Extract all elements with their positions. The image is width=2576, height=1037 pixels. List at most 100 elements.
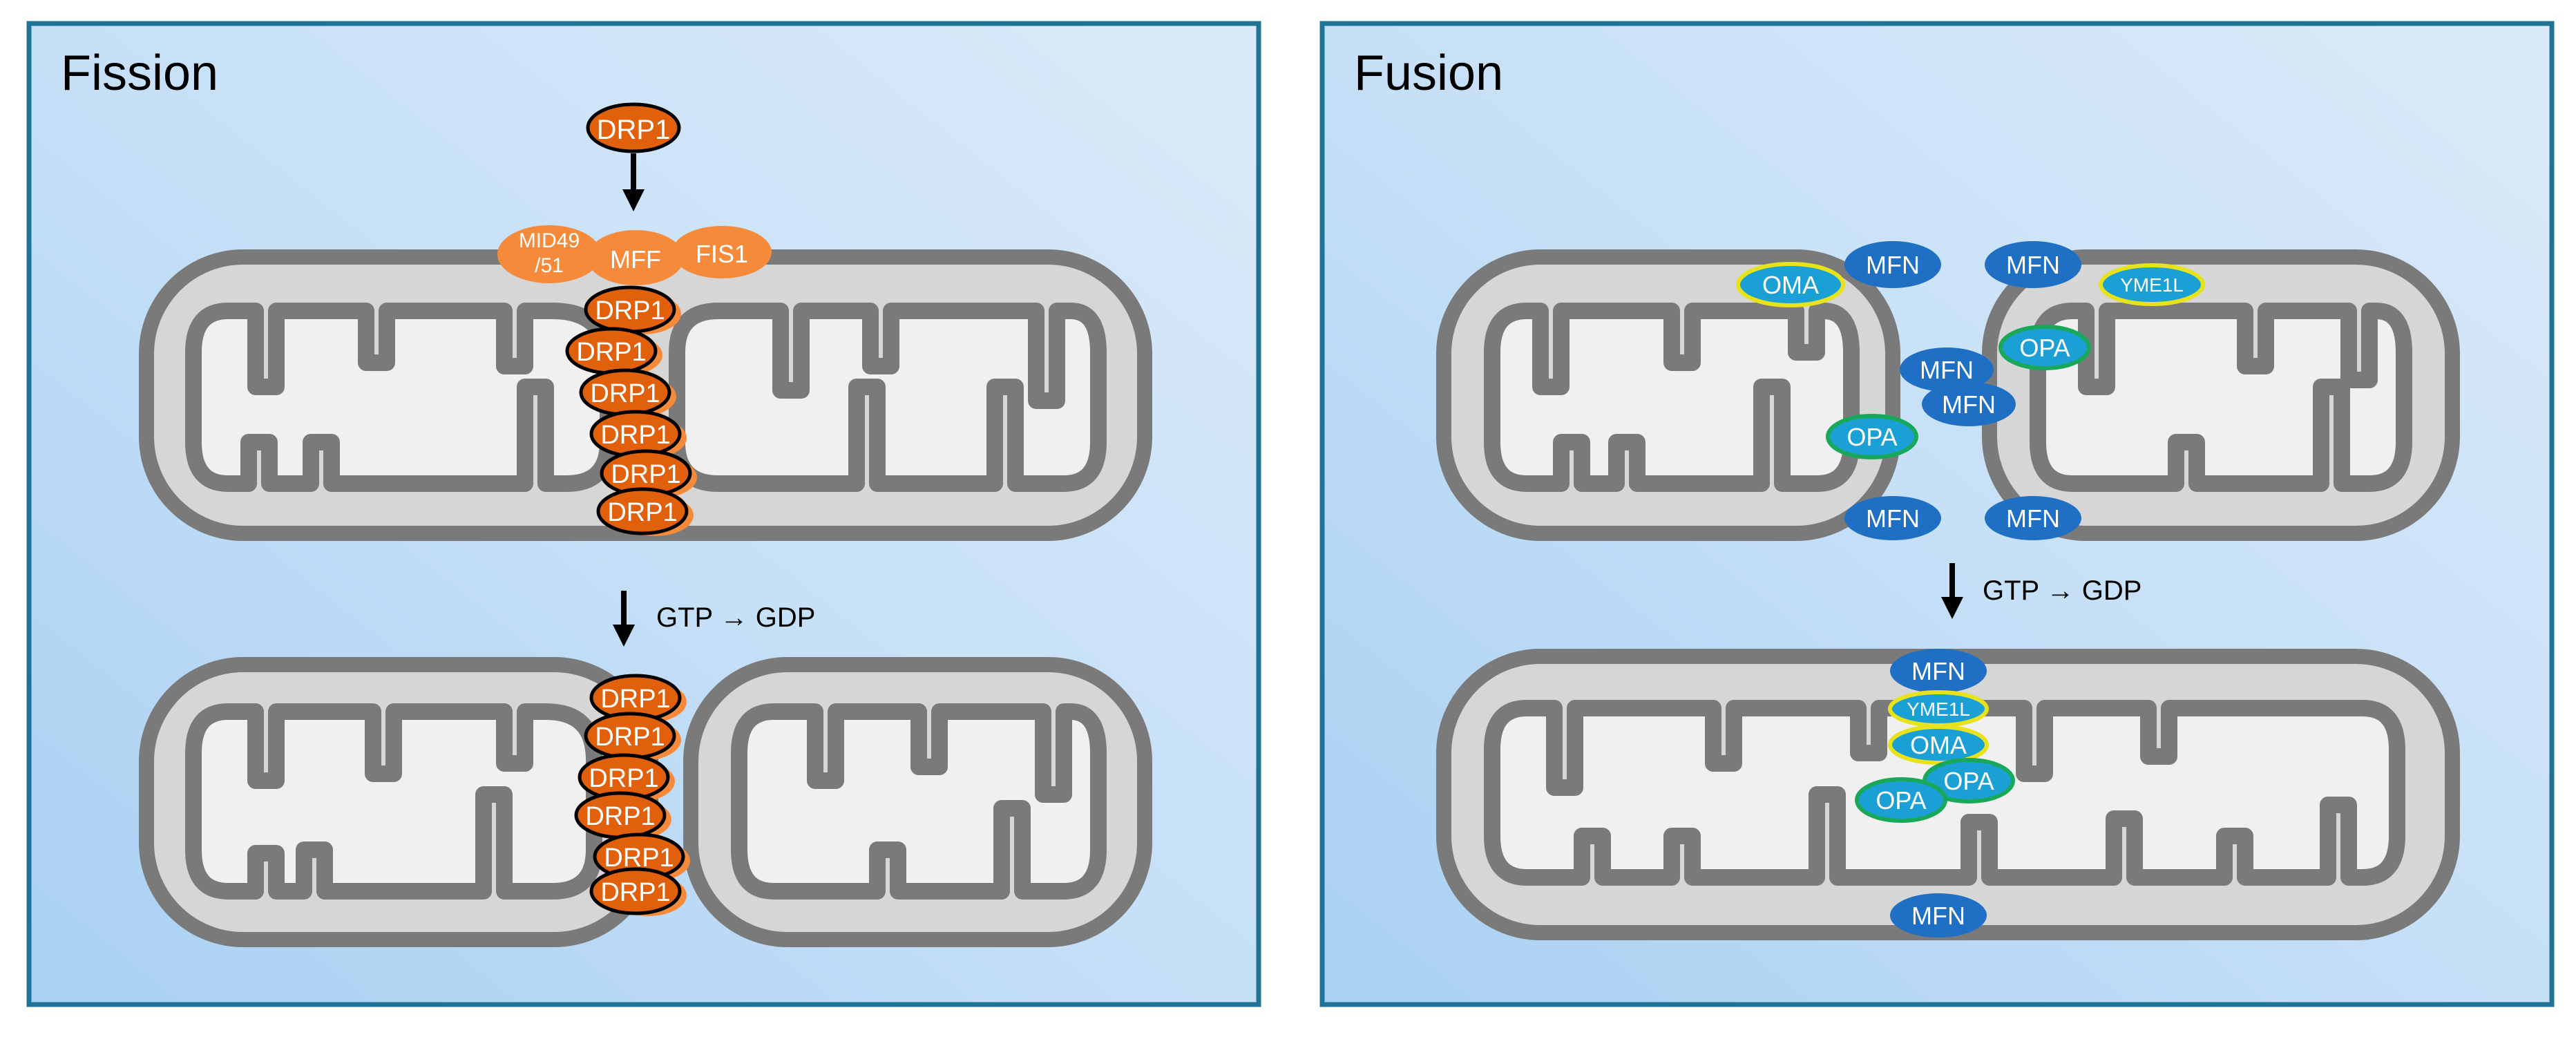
opa-label: OPA (1876, 786, 1926, 815)
mfn-label: MFN (1866, 251, 1920, 279)
mfn-top-left: MFN (1844, 241, 1941, 288)
mfn-label: MFN (1911, 902, 1965, 930)
mff-label: MFF (610, 245, 661, 274)
mfn-label: MFN (1866, 504, 1920, 533)
drp1-unit-top-3: DRP1 (579, 368, 676, 417)
drp1-ellipse (596, 487, 689, 535)
drp1-label: DRP1 (611, 460, 680, 489)
mfn-bridge-2: MFN (1922, 382, 2016, 426)
fission-reaction-label: GTP → GDP (656, 602, 815, 633)
drp1-unit-top-2: DRP1 (565, 327, 662, 376)
drp1-label: DRP1 (607, 498, 677, 527)
mfn-ellipse (1985, 496, 2081, 540)
mfn-bottom-right: MFN (1985, 496, 2081, 540)
oma-ellipse (1736, 262, 1845, 307)
drp1-label: DRP1 (600, 685, 670, 714)
mfn-ellipse (1890, 649, 1987, 693)
mfn-ellipse (1985, 241, 2081, 288)
drp1-label: DRP1 (590, 379, 660, 408)
inner-membrane-left (185, 303, 616, 492)
opa-ellipse (1998, 325, 2091, 370)
opa-fused-1: OPA (1923, 758, 2015, 803)
adaptor-mid49: MID49 /51 (497, 225, 601, 283)
mfn-ellipse (1900, 348, 1994, 392)
fusion-panel: Fusion GTP → GDP MFN MFN OMA YME1L MFN MFN OPA… (1319, 21, 2555, 1007)
mfn-label: MFN (1920, 356, 1974, 384)
drp1-unit-bottom-4: DRP1 (574, 791, 671, 840)
mfn-label: MFN (1942, 390, 1996, 419)
inner-membrane (2030, 303, 2412, 492)
inner-membrane (731, 703, 1107, 900)
opa-ellipse (1826, 414, 1918, 459)
drp1-unit-top-6: DRP1 (596, 487, 694, 536)
oma-left: OMA (1736, 262, 1845, 307)
drp1-label: DRP1 (600, 878, 670, 907)
drp1-unit-bottom-6: DRP1 (589, 867, 687, 916)
fusion-top-left-mitochondrion (1436, 249, 1900, 541)
drp1-label: DRP1 (595, 296, 665, 325)
drp1-unit-bottom-1: DRP1 (589, 674, 687, 723)
fission-panel: Fission DRP1 MID49 /51 (26, 21, 1261, 1007)
mid49-label-line1: MID49 (519, 229, 580, 252)
inner-membrane (1484, 303, 1860, 492)
opa-right: OPA (1998, 325, 2091, 370)
opa-left: OPA (1826, 414, 1918, 459)
mfn-bridge-1: MFN (1900, 348, 1994, 392)
drp1-free: DRP1 (586, 102, 681, 153)
oma-label: OMA (1910, 731, 1967, 759)
mfn-fused-top: MFN (1890, 649, 1987, 693)
drp1-label: DRP1 (585, 802, 655, 831)
adaptor-mff: MFF (587, 230, 684, 285)
opa-label: OPA (2019, 334, 2070, 362)
mff-ellipse (587, 230, 684, 285)
oma-ellipse (1888, 725, 1989, 765)
inner-membrane-right (669, 303, 1107, 492)
oma-label: OMA (1762, 271, 1819, 299)
mfn-ellipse (1922, 382, 2016, 426)
mfn-bottom-left: MFN (1844, 496, 1941, 540)
fission-bottom-right-mitochondrion (683, 657, 1152, 947)
fusion-top-right-mitochondrion (1982, 249, 2460, 541)
fission-bottom-left-mitochondrion (139, 657, 658, 947)
yme1l-label: YME1L (2120, 274, 2184, 296)
drp1-label: DRP1 (576, 338, 646, 367)
drp1-unit-bottom-2: DRP1 (584, 712, 681, 761)
mfn-ellipse (1844, 496, 1941, 540)
opa-label: OPA (1943, 767, 1994, 795)
yme1l-ellipse (2099, 263, 2205, 306)
opa-ellipse (1855, 777, 1947, 823)
fis1-ellipse (672, 226, 772, 278)
fusion-title: Fusion (1354, 46, 1503, 101)
mfn-ellipse (1890, 893, 1987, 938)
yme1l-fused: YME1L (1888, 690, 1989, 727)
opa-label: OPA (1847, 423, 1897, 451)
drp1-label: DRP1 (600, 421, 670, 450)
yme1l-right: YME1L (2099, 263, 2205, 306)
mid49-label-line2: /51 (535, 254, 564, 277)
drp1-ellipse (589, 867, 682, 915)
mfn-label: MFN (1911, 657, 1965, 685)
adaptor-fis1: FIS1 (672, 226, 772, 278)
drp1-ellipse (586, 102, 681, 153)
drp1-unit-top-4: DRP1 (589, 410, 687, 459)
mid49-ellipse (497, 225, 601, 283)
fusion-reaction-label: GTP → GDP (1983, 575, 2141, 606)
mfn-label: MFN (2006, 251, 2060, 279)
drp1-unit-top-1: DRP1 (584, 285, 681, 334)
yme1l-label: YME1L (1907, 698, 1970, 720)
mfn-ellipse (1844, 241, 1941, 288)
drp1-label: DRP1 (595, 723, 665, 752)
fusion-proteins: MFN MFN OMA YME1L MFN MFN OPA OPA MFN MFN MFN YME1L… (1736, 241, 2205, 938)
mfn-fused-bottom: MFN (1890, 893, 1987, 938)
drp1-label: DRP1 (589, 764, 658, 793)
inner-membrane (185, 703, 602, 900)
mfn-top-right: MFN (1985, 241, 2081, 288)
mfn-label: MFN (2006, 504, 2060, 533)
fission-title: Fission (61, 46, 218, 101)
drp1-label: DRP1 (597, 115, 671, 145)
fis1-label: FIS1 (696, 240, 748, 268)
oma-fused: OMA (1888, 725, 1989, 765)
